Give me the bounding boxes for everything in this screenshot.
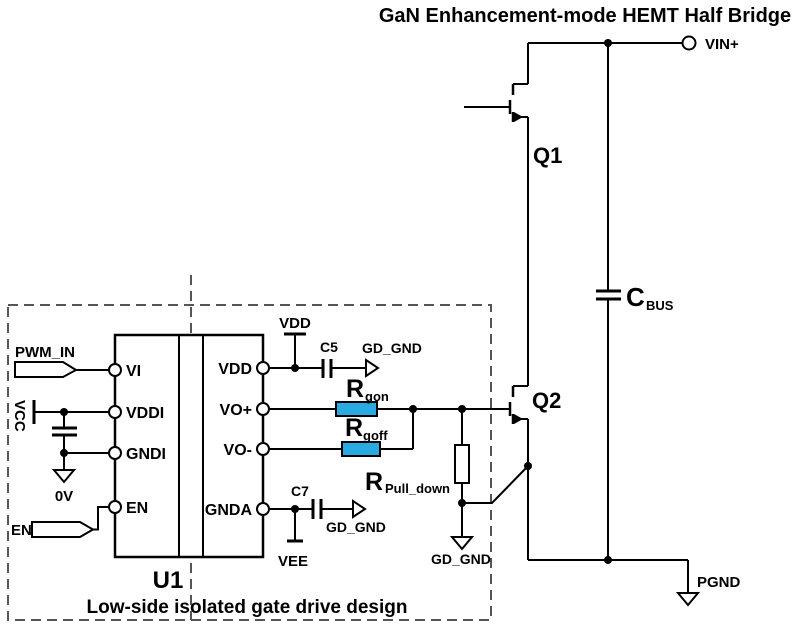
pin-label-en: EN — [126, 500, 148, 517]
rgon-sub-label: gon — [365, 389, 389, 404]
junction-dot — [458, 499, 466, 507]
pwm-in-flag-icon — [14, 361, 79, 378]
pin-vo-plus — [256, 402, 270, 416]
pin-label-vo-minus: VO- — [224, 442, 252, 459]
pin-en — [108, 500, 122, 514]
rgoff-resistor — [341, 441, 381, 457]
driver-boundary-box — [7, 304, 492, 621]
wire-q1-drain — [513, 43, 529, 85]
gd-gnd-label-pulldown: GD_GND — [431, 551, 491, 567]
pin-vi — [108, 363, 122, 377]
q2-transistor — [508, 386, 523, 424]
isolation-barrier-lines — [178, 335, 204, 557]
wire-switch-node — [513, 116, 529, 387]
u1-ic-box — [113, 333, 265, 559]
pin-vddi — [108, 405, 122, 419]
u1-isolator-ic — [113, 333, 265, 559]
wire-vcc-net — [34, 411, 109, 470]
cbus-capacitor — [596, 289, 621, 301]
q1-transistor — [508, 84, 523, 122]
wire-vdd-net — [269, 334, 366, 369]
u1-ref-label: U1 — [153, 567, 184, 594]
wire-q2-source — [513, 418, 529, 560]
page-title: GaN Enhancement-mode HEMT Half Bridge — [379, 5, 791, 27]
wire-en — [93, 506, 109, 531]
junction-dot — [60, 449, 68, 457]
pin-gnda — [256, 502, 270, 516]
c5-capacitor — [321, 359, 333, 378]
gd-gnd-label-c7: GD_GND — [326, 519, 386, 535]
rgoff-label: R — [345, 414, 363, 442]
pulldown-resistor — [454, 444, 470, 484]
pin-label-vddi: VDDI — [126, 405, 164, 422]
pin-vdd — [256, 361, 270, 375]
en-label: EN — [11, 522, 32, 539]
c7-label: C7 — [291, 483, 309, 499]
zero-v-ground-icon — [51, 469, 77, 484]
pin-gndi — [108, 446, 122, 460]
pin-label-gnda: GNDA — [205, 502, 253, 519]
pgnd-ground-icon — [675, 592, 701, 607]
vin-terminal-icon — [681, 35, 697, 51]
gd-gnd-arrow-icon-c5 — [365, 358, 380, 378]
junction-dot — [524, 462, 532, 470]
pin-label-vo-plus: VO+ — [220, 402, 252, 419]
gd-gnd-label-c5: GD_GND — [362, 340, 422, 356]
pwm-in-label: PWM_IN — [15, 344, 75, 361]
q2-label: Q2 — [532, 388, 561, 413]
q1-label: Q1 — [533, 143, 562, 168]
input-bypass-capacitor — [52, 426, 77, 437]
c7-capacitor — [311, 499, 323, 519]
vdd-rail-label: VDD — [279, 315, 311, 332]
gd-gnd-arrow-icon-c7 — [352, 499, 367, 519]
junction-dot — [291, 364, 299, 372]
en-flag-icon — [31, 521, 96, 538]
c5-label: C5 — [320, 339, 338, 355]
junction-dot — [458, 405, 466, 413]
q1-source-arrow-icon — [514, 112, 523, 122]
driver-caption: Low-side isolated gate drive design — [87, 597, 408, 618]
zero-v-label: 0V — [55, 488, 73, 505]
cbus-label: C — [626, 282, 645, 312]
junction-dot — [409, 405, 417, 413]
vin-label: VIN+ — [705, 36, 739, 53]
pin-vo-minus — [256, 442, 270, 456]
rgon-resistor — [335, 401, 378, 417]
vcc-label: VCC — [11, 400, 28, 432]
wire-kelvin-source — [461, 465, 529, 537]
junction-dot — [604, 39, 612, 47]
rpull-label: R — [365, 468, 383, 496]
wire-pgnd-rail — [528, 559, 689, 593]
junction-dot — [604, 556, 612, 564]
junction-dot — [291, 505, 299, 513]
pin-label-vdd: VDD — [218, 361, 252, 378]
rgoff-sub-label: goff — [363, 428, 388, 443]
pin-label-gndi: GNDI — [126, 446, 166, 463]
cbus-sub-label: BUS — [646, 298, 674, 313]
vee-rail-label: VEE — [278, 553, 308, 570]
rpull-sub-label: Pull_down — [385, 481, 450, 496]
wire-gate-net — [269, 408, 510, 450]
junction-dot — [60, 408, 68, 416]
rgon-label: R — [346, 375, 364, 403]
q2-source-arrow-icon — [514, 414, 523, 424]
pin-label-vi: VI — [126, 363, 141, 380]
pgnd-label: PGND — [697, 574, 741, 591]
gd-gnd-ground-icon — [449, 536, 475, 551]
